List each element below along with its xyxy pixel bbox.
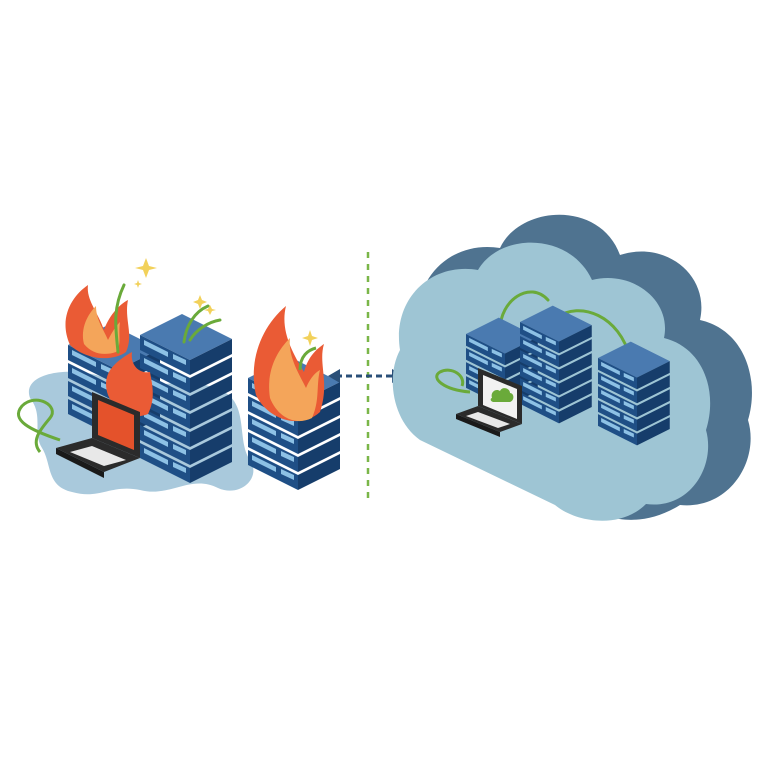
- cloud-site: [392, 214, 752, 521]
- rack-cable: [298, 346, 317, 371]
- fire-screen: [98, 400, 134, 450]
- broken-cables: [114, 283, 222, 354]
- laptop-icon: [456, 368, 522, 437]
- spark-icon: [302, 330, 318, 346]
- laptop-cable: [17, 398, 61, 453]
- server-rack-cloud-2: [520, 305, 592, 424]
- flame-icon: [106, 352, 153, 417]
- disaster-site: [17, 258, 340, 495]
- laptop-icon: [56, 392, 140, 478]
- flame-inner-icon: [82, 306, 120, 354]
- laptop-cable: [435, 368, 471, 394]
- cloud-icon: [490, 388, 514, 402]
- spark-icon: [134, 258, 216, 315]
- flame-inner-icon: [269, 338, 320, 422]
- bidirectional-arrow-icon: [328, 369, 404, 383]
